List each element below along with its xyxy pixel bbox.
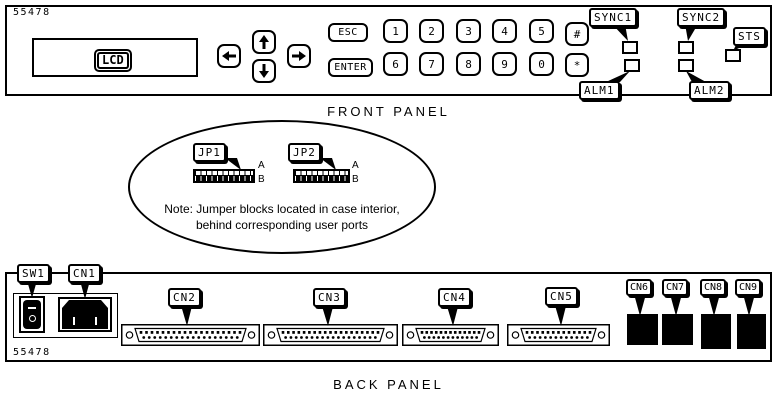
left-arrow-key [217, 44, 241, 68]
cn2-callout: CN2 [168, 288, 201, 307]
jp1-pin-b-label: B [258, 174, 265, 185]
jp1-pin-row-b [195, 176, 253, 181]
switch-on-mark [28, 307, 36, 309]
cn8-callout: CN8 [700, 279, 727, 296]
keypad-key-6: 6 [383, 52, 408, 76]
up-arrow-key [252, 30, 276, 54]
enter-key: ENTER [328, 58, 373, 77]
front-panel-caption: FRONT PANEL [327, 104, 450, 119]
front-model-number: 55478 [13, 7, 51, 18]
jp1-pin-row-a [195, 171, 253, 176]
cn9-callout: CN9 [735, 279, 762, 296]
right-arrow-key [287, 44, 311, 68]
sts-callout: STS [733, 27, 766, 46]
down-arrow-icon [259, 64, 269, 78]
switch-off-mark [28, 315, 36, 322]
alm2-led [678, 59, 694, 72]
cn4-connector [402, 324, 499, 346]
lcd-label: LCD [97, 52, 129, 69]
back-panel-caption: BACK PANEL [333, 377, 444, 392]
sw1-callout: SW1 [17, 264, 50, 283]
sts-led [725, 49, 741, 62]
cn4-callout: CN4 [438, 288, 471, 307]
up-arrow-icon [259, 35, 269, 49]
cn3-callout: CN3 [313, 288, 346, 307]
jp2-callout: JP2 [288, 143, 321, 162]
sync2-callout: SYNC2 [677, 8, 726, 27]
cn1-callout: CN1 [68, 264, 101, 283]
keypad-key-3: 3 [456, 19, 481, 43]
cn6-jack [627, 314, 658, 345]
keypad-key-4: 4 [492, 19, 517, 43]
lcd-badge: LCD [94, 49, 132, 72]
cn3-connector [263, 324, 398, 346]
left-arrow-icon [222, 51, 236, 61]
keypad-key-8: 8 [456, 52, 481, 76]
keypad-key-1: 1 [383, 19, 408, 43]
sync2-led [678, 41, 694, 54]
keypad-key-0: 0 [529, 52, 554, 76]
jp1-pin-a-label: A [258, 160, 265, 171]
power-switch [19, 296, 45, 333]
down-arrow-key [252, 59, 276, 83]
cn5-callout: CN5 [545, 287, 578, 306]
jp1-jumper-block [193, 169, 255, 183]
esc-key: ESC [328, 23, 368, 42]
keypad-key-9: 9 [492, 52, 517, 76]
keypad-key-5: 5 [529, 19, 554, 43]
interior-note-line1: Note: Jumper blocks located in case inte… [164, 202, 400, 216]
power-inlet-shape [62, 300, 108, 329]
sync1-led [622, 41, 638, 54]
keypad-key-2: 2 [419, 19, 444, 43]
alm1-led [624, 59, 640, 72]
keypad-key-star: * [565, 53, 589, 77]
power-inlet [58, 297, 112, 332]
jp1-callout: JP1 [193, 143, 226, 162]
jp2-pin-row-b [295, 176, 348, 181]
jp2-pin-a-label: A [352, 160, 359, 171]
jp2-jumper-block [293, 169, 350, 183]
interior-note-ellipse [128, 120, 436, 254]
alm1-callout: ALM1 [579, 81, 620, 100]
keypad-key-hash: # [565, 22, 589, 46]
jp2-pin-row-a [295, 171, 348, 176]
interior-note-line2: behind corresponding user ports [195, 218, 369, 232]
cn8-jack [701, 314, 731, 349]
cn5-connector [507, 324, 610, 346]
cn7-jack [662, 314, 693, 345]
sync1-callout: SYNC1 [589, 8, 638, 27]
right-arrow-icon [292, 51, 306, 61]
back-model-number: 55478 [13, 347, 51, 358]
cn6-callout: CN6 [626, 279, 653, 296]
alm2-callout: ALM2 [689, 81, 730, 100]
jp2-pin-b-label: B [352, 174, 359, 185]
cn7-callout: CN7 [662, 279, 689, 296]
cn2-connector [121, 324, 260, 346]
power-switch-rocker [23, 300, 41, 329]
cn9-jack [737, 314, 766, 349]
keypad-key-7: 7 [419, 52, 444, 76]
